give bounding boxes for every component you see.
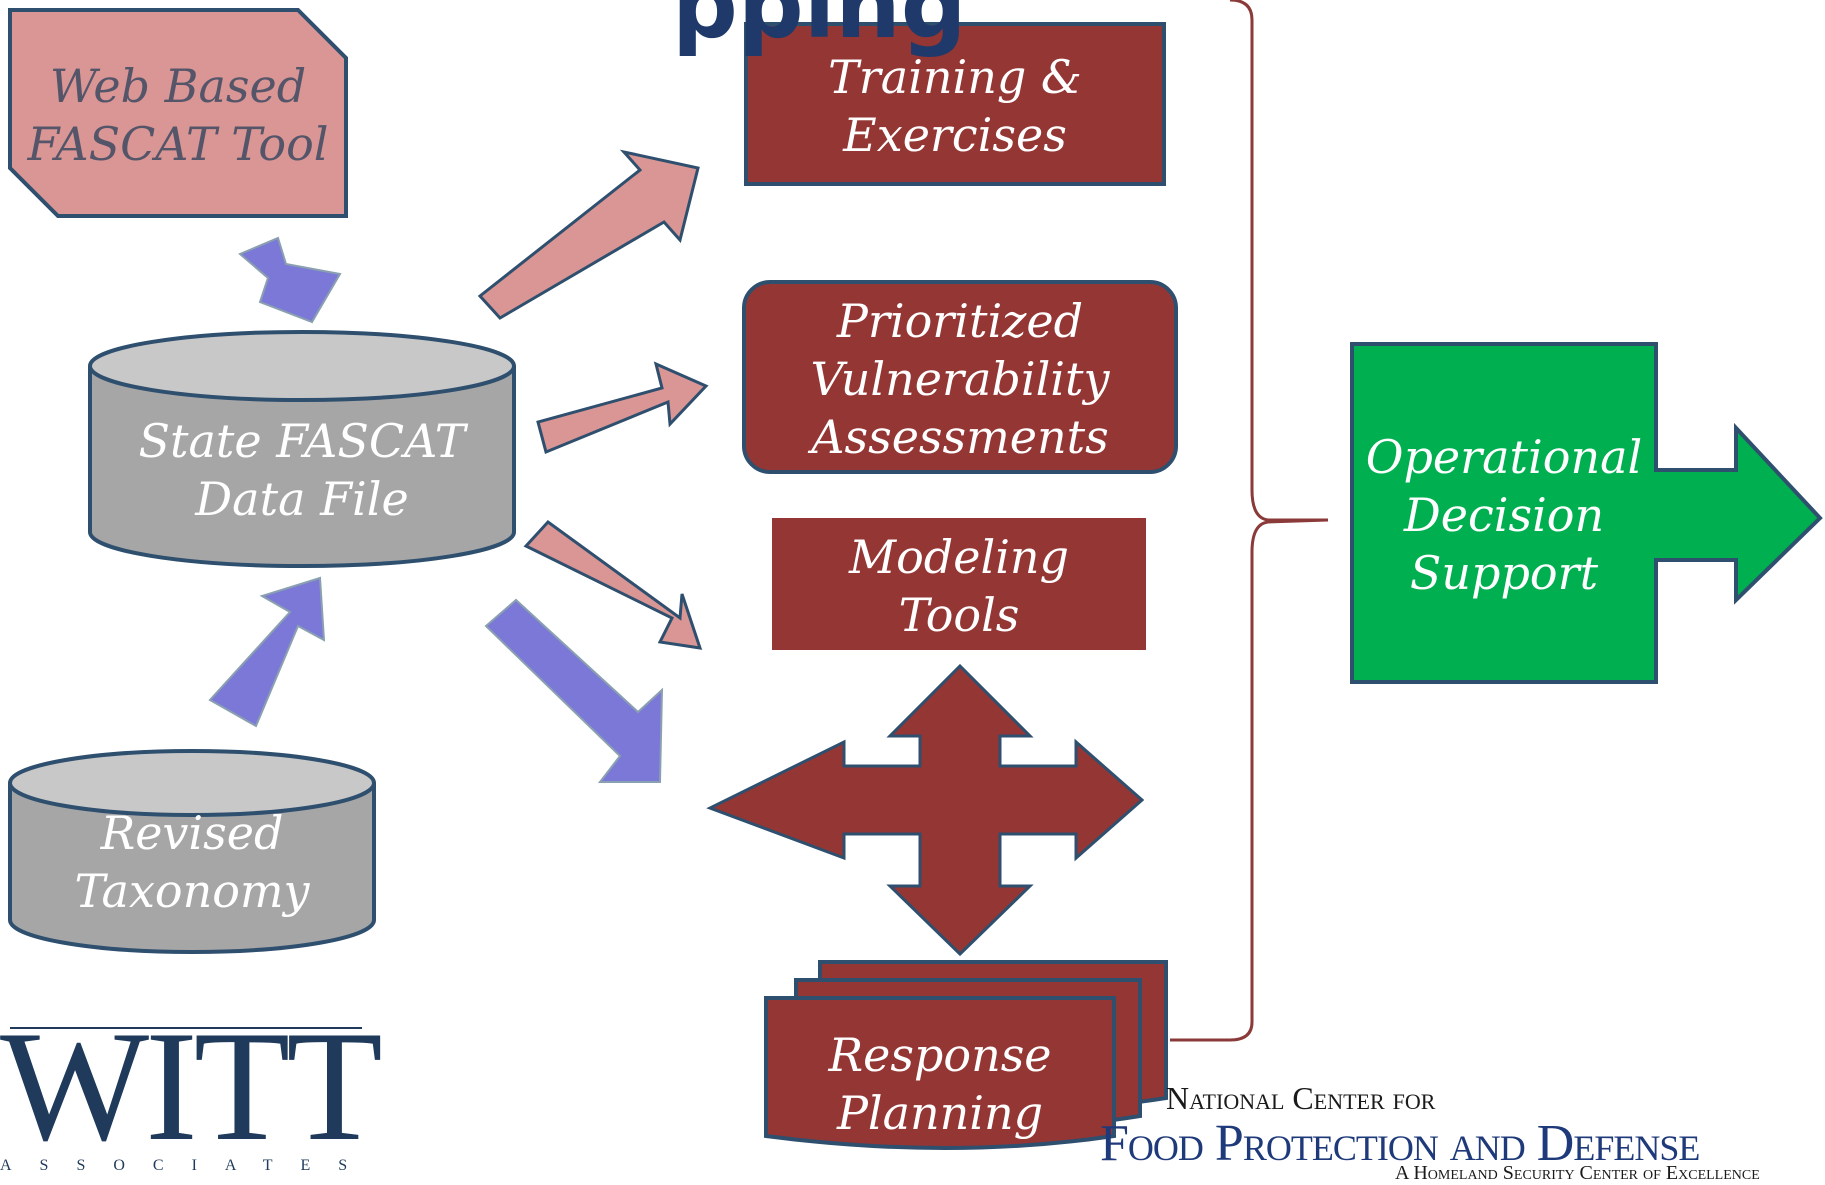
web-fascat-label: Web Based FASCAT Tool	[27, 59, 329, 171]
training-box	[744, 22, 1166, 186]
decision-support-arrow	[1350, 342, 1823, 684]
prioritized-label: Prioritized Vulnerability Assessments	[810, 294, 1110, 464]
response-label: Response Planning	[828, 1028, 1052, 1140]
arrow-to-training	[477, 149, 700, 320]
ncfpd-logo-line2: Food Protection and Defense	[1100, 1115, 1700, 1172]
witt-logo-rule	[10, 1027, 362, 1029]
web-fascat-box	[8, 8, 348, 218]
title-fragment: pping	[672, 0, 967, 59]
response-stack	[764, 960, 1168, 1150]
witt-logo-subtitle: ASSOCIATES	[0, 1157, 376, 1174]
arrow-to-prioritized	[536, 361, 709, 455]
witt-logo: WITT	[0, 999, 383, 1174]
modeling-label: Modeling Tools	[849, 530, 1069, 642]
training-label: Training & Exercises	[828, 50, 1082, 162]
four-way-arrow	[706, 663, 1145, 957]
arrow-web-to-datafile	[238, 236, 342, 324]
arrow-taxonomy-to-datafile	[208, 576, 326, 728]
decision-label: Operational Decision Support	[1365, 430, 1643, 600]
revised-taxonomy-label: Revised Taxonomy	[74, 806, 310, 918]
ncfpd-logo-line1: National Center for	[1166, 1080, 1436, 1116]
revised-taxonomy-cylinder	[8, 749, 376, 954]
grouping-brace	[1170, 0, 1329, 1042]
arrow-to-modeling	[523, 519, 703, 650]
prioritized-box	[742, 280, 1178, 474]
state-data-cylinder	[88, 330, 516, 568]
state-data-label: State FASCAT Data File	[138, 414, 466, 526]
arrow-to-response	[484, 598, 664, 783]
modeling-box	[772, 518, 1146, 650]
